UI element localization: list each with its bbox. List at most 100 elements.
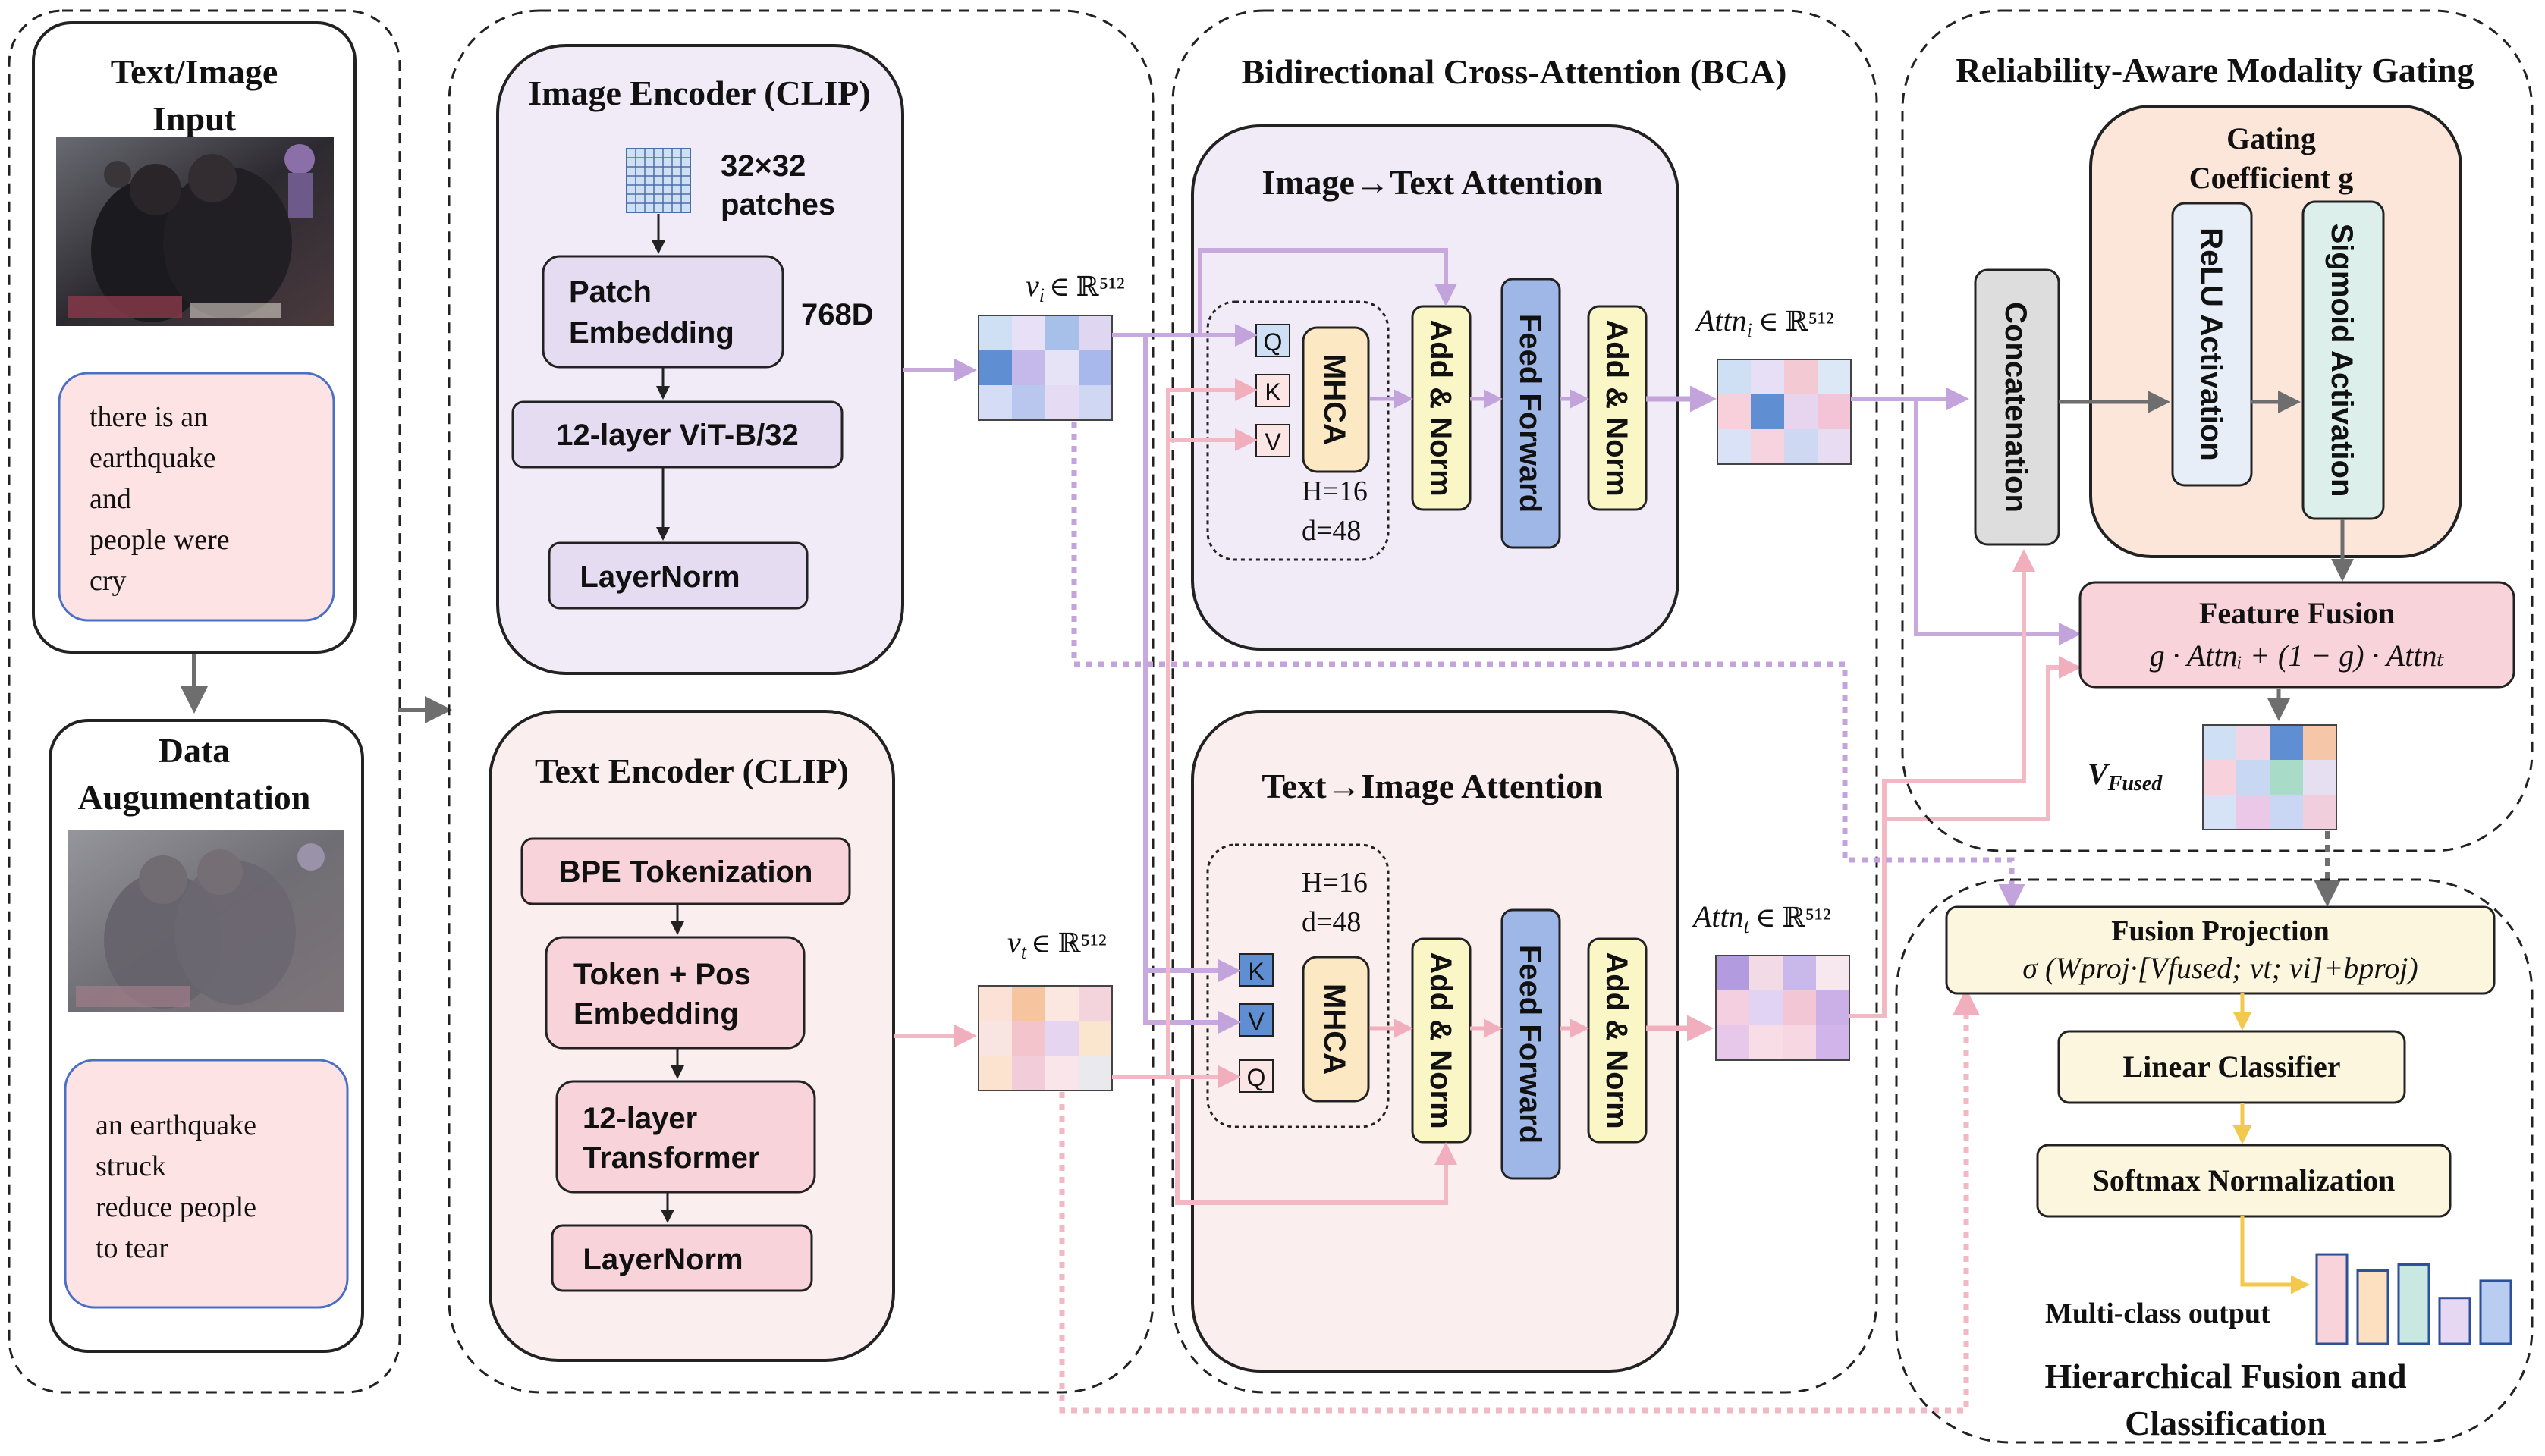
attn-i-feature: Attni∈ ℝ⁵¹² [1694,303,1852,465]
bca-title: Bidirectional Cross-Attention (BCA) [1242,52,1787,91]
input-text-line5: cry [90,565,127,597]
image-layernorm-box [548,541,809,610]
txt2img-k-label: K [1248,958,1264,985]
output-bar-4 [2438,1297,2471,1345]
patch-grid-icon [626,148,691,213]
txt2img-title: Text→Image Attention [1262,767,1602,805]
input-photo [56,136,334,326]
output-bar-2 [2356,1269,2389,1345]
txt2img-heads-label: H=16 [1302,867,1368,899]
vi-residual-to-addnorm [1198,248,1457,335]
input-text-line1: there is an [90,401,208,433]
bpe-tokenization-box [520,837,851,905]
img2txt-dim-label: d=48 [1302,515,1361,547]
attn-i-matrix [1717,359,1852,465]
concatenation-label: Concatenation [1999,302,2032,513]
augment-text-line3: reduce people [96,1191,256,1223]
img2txt-add-norm-1-label: Add & Norm [1424,319,1457,496]
vi-skip-to-projection [1071,422,2025,911]
vt-feature: vt∈ ℝ⁵¹² [978,925,1113,1091]
feature-fusion-box [2078,581,2515,689]
relu-activation-box [2171,202,2253,487]
attn-t-matrix [1715,955,1850,1061]
bca-section-border [1171,9,1878,1394]
gating-coef-line1: Gating [2226,121,2316,155]
img2txt-k-label: K [1265,378,1280,406]
input-text-sample-box [58,372,335,622]
vt-to-k-img2txt [1166,378,1258,1077]
input-title-line1: Text/Image [111,52,278,91]
txt2img-q-box [1239,1059,1274,1093]
transformer-line1: 12-layer [583,1102,697,1135]
bca-section: Bidirectional Cross-Attention (BCA) Imag… [1171,9,1878,1394]
patches-label: patches [721,188,835,221]
vi-matrix [978,315,1113,421]
txt2img-add-norm-1-label: Add & Norm [1424,952,1457,1128]
vfused-label: VFused [2088,757,2163,795]
patch-embedding-box [542,255,784,369]
txt2img-mhca-label: MHCA [1318,984,1351,1075]
img2txt-heads-label: H=16 [1302,475,1368,507]
vit-box [511,400,844,469]
augment-title-line2: Augumentation [78,778,311,817]
img2txt-feed-forward [1500,278,1561,549]
vi-to-v-txt2img [1143,335,1241,1034]
augment-title-line1: Data [159,731,231,770]
vi-label: vi∈ ℝ⁵¹² [1026,268,1125,306]
classification-title-line2: Classification [2125,1404,2327,1442]
input-text-line3: and [90,483,131,515]
transformer-box [555,1080,816,1194]
sigmoid-label: Sigmoid Activation [2325,224,2358,497]
augmented-photo [68,830,344,1012]
classification-section-border [1895,878,2534,1444]
img2txt-v-label: V [1265,428,1281,456]
attn-t-feature: Attnt∈ ℝ⁵¹² [1691,899,1850,1061]
img2txt-k-box [1255,374,1290,407]
img2txt-add-norm-2-label: Add & Norm [1600,319,1633,496]
attn-i-label: Attni∈ ℝ⁵¹² [1694,303,1834,341]
gating-title: Reliability-Aware Modality Gating [1956,51,2474,89]
patch-embedding-line1: Patch [569,275,652,309]
output-bar-5 [2479,1279,2512,1345]
gating-section: Reliability-Aware Modality Gating Gating… [1901,9,2534,852]
classification-title-line1: Hierarchical Fusion and [2044,1357,2406,1395]
patch-embedding-line2: Embedding [569,316,734,350]
vfused-matrix [2202,724,2337,830]
txt2img-k-box [1239,953,1274,987]
txt2img-v-label: V [1248,1008,1265,1035]
text-layernorm-label: LayerNorm [583,1243,743,1276]
augment-text-line4: to tear [96,1232,168,1264]
fusion-projection-title: Fusion Projection [2111,915,2329,947]
input-section: Text/Image Input there is an earthquake … [8,9,401,1394]
attn-t-label: Attnt∈ ℝ⁵¹² [1691,899,1831,937]
image-encoder-title: Image Encoder (CLIP) [528,74,870,112]
output-bar-1 [2315,1253,2349,1345]
patches-size-label: 32×32 [721,149,806,183]
txt2img-mhca-group [1206,843,1390,1128]
vit-label: 12-layer ViT-B/32 [556,419,798,452]
attn-t-to-fusion [1884,656,2082,821]
input-section-border [8,9,401,1394]
relu-label: ReLU Activation [2195,228,2228,460]
txt2img-feed-forward-label: Feed Forward [1513,945,1547,1144]
encoder-section: Image Encoder (CLIP) 32×32 patches Patch… [448,9,1155,1394]
txt2img-q-label: Q [1247,1064,1266,1091]
input-title-line2: Input [152,99,237,138]
txt2img-add-norm-2 [1587,937,1648,1144]
embedding-dim-label: 768D [801,298,874,331]
text-path-lines [894,378,2082,1205]
output-bar-chart [2315,1253,2512,1345]
gating-coef-line2: Coefficient g [2189,161,2354,195]
input-text-line2: earthquake [90,442,216,474]
augment-text-line2: struck [96,1150,166,1182]
gating-section-border [1901,9,2534,852]
attn-t-to-concat [1849,549,2035,1018]
feature-fusion-title: Feature Fusion [2199,596,2395,630]
softmax-label: Softmax Normalization [2093,1163,2396,1197]
vt-label: vt∈ ℝ⁵¹² [1007,925,1107,963]
text-layernorm-box [551,1224,813,1292]
img2txt-mhca-label: MHCA [1318,354,1351,445]
feature-fusion-formula: g · Attnᵢ + (1 − g) · Attnₜ [2150,639,2445,673]
